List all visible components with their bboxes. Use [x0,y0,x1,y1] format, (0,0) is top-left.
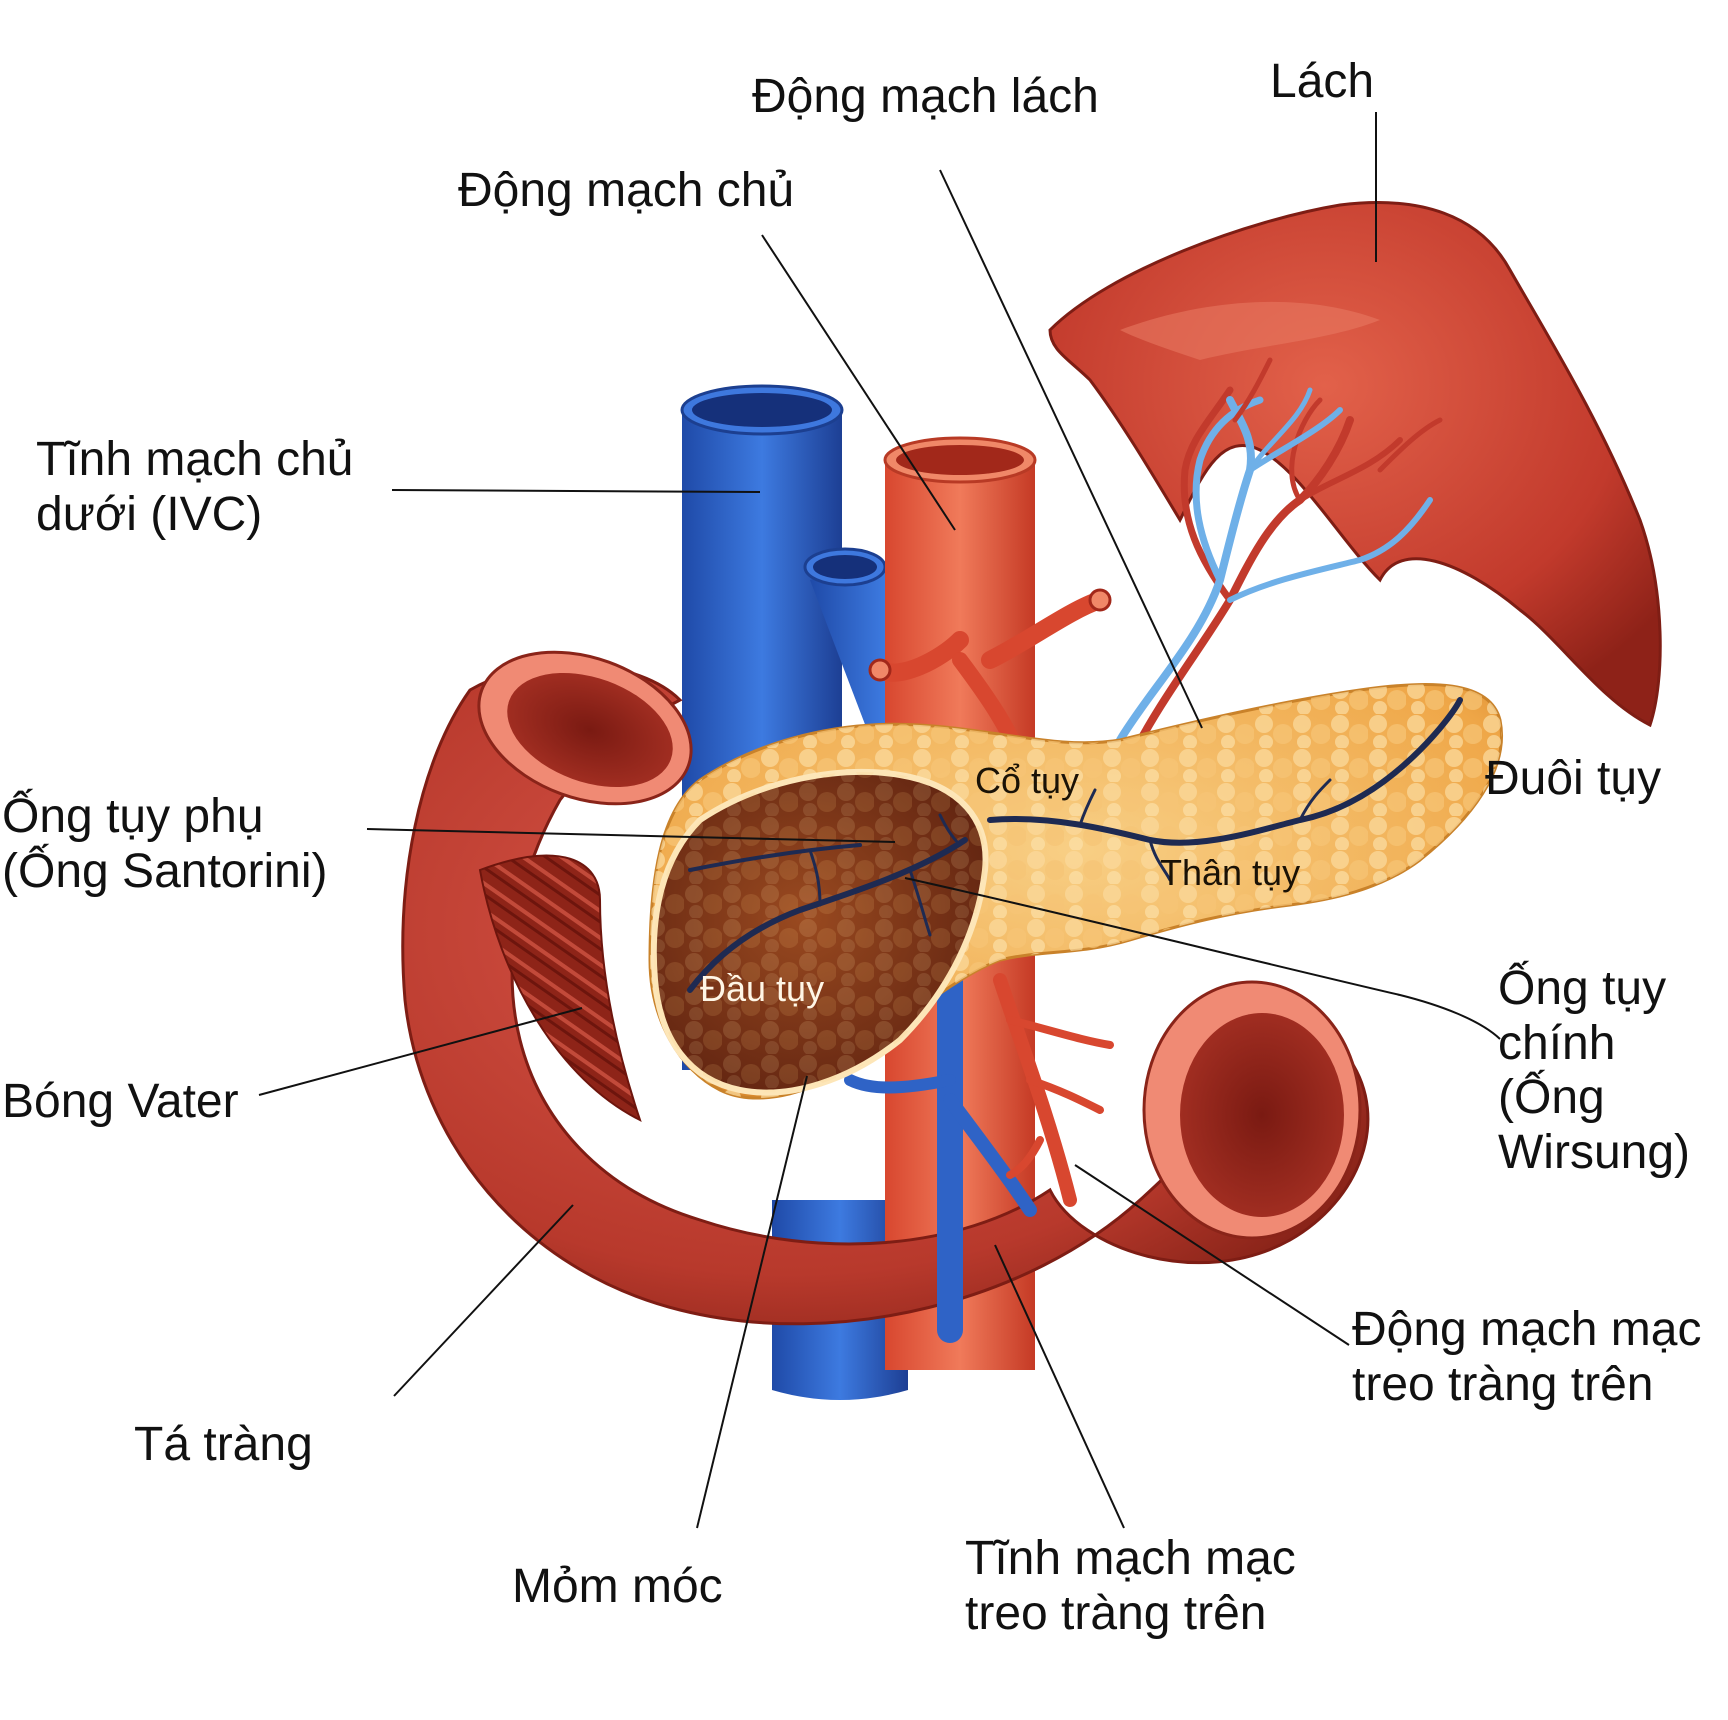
label-tinh-mach-chu-duoi: Tĩnh mạch chủ dưới (IVC) [36,433,353,542]
pancreatic-ducts [687,697,1463,993]
label-duoi-tuy: Đuôi tụy [1485,752,1662,805]
label-ta-trang: Tá tràng [134,1418,313,1471]
label-line: chính [1498,1016,1616,1070]
leader-ong-tuy-phu [366,828,896,843]
leader-mom-moc [696,1075,808,1529]
label-tinh-mach-mac-treo: Tĩnh mạch mạc treo tràng trên [965,1532,1296,1641]
leader-tinh-mach-chu-duoi [391,489,761,493]
label-bong-vater: Bóng Vater [2,1075,239,1128]
label-line: Tĩnh mạch chủ [36,433,354,486]
label-dau-tuy: Đầu tụy [700,968,825,1009]
label-lach: Lách [1270,55,1375,108]
label-line: treo tràng trên [965,1586,1267,1640]
label-line: dưới (IVC) [36,487,263,541]
label-line: (Ống Santorini) [2,844,328,898]
label-mom-moc: Mỏm móc [512,1560,723,1613]
label-dong-mach-chu: Động mạch chủ [458,164,795,217]
label-line: Ống tụy phụ [2,790,264,843]
spleen-shape [1048,201,1662,728]
leader-lines [258,112,1501,1529]
pancreas-head-cutaway [650,769,989,1096]
duodenum-shape [401,650,1370,1326]
label-co-tuy: Cổ tụy [975,760,1080,801]
leader-ong-tuy-chinh [904,877,1501,1040]
label-line: Động mạch mạc [1352,1303,1702,1356]
leader-dong-mach-lach [939,169,1203,729]
label-line: Wirsung) [1498,1126,1691,1180]
label-line: (Ống [1498,1071,1605,1125]
label-line: treo tràng trên [1352,1357,1654,1411]
label-dong-mach-mac-treo: Động mạch mạc treo tràng trên [1352,1303,1701,1412]
label-ong-tuy-chinh: Ống tụy chính (Ống Wirsung) [1498,962,1690,1181]
label-line: Ống tụy [1498,962,1667,1015]
label-ong-tuy-phu: Ống tụy phụ (Ống Santorini) [2,790,327,899]
label-line: Tĩnh mạch mạc [965,1532,1296,1585]
leader-dong-mach-mac-treo [1074,1164,1350,1346]
label-dong-mach-lach: Động mạch lách [752,70,1099,123]
leader-tinh-mach-mac-treo [994,1244,1125,1529]
leader-ta-trang [393,1204,574,1397]
mesenteric-vessels [844,947,1114,1343]
leader-bong-vater [258,1007,583,1096]
splenic-vessels [1116,357,1443,764]
leader-dong-mach-chu [761,234,956,531]
label-than-tuy: Thân tụy [1160,852,1301,893]
